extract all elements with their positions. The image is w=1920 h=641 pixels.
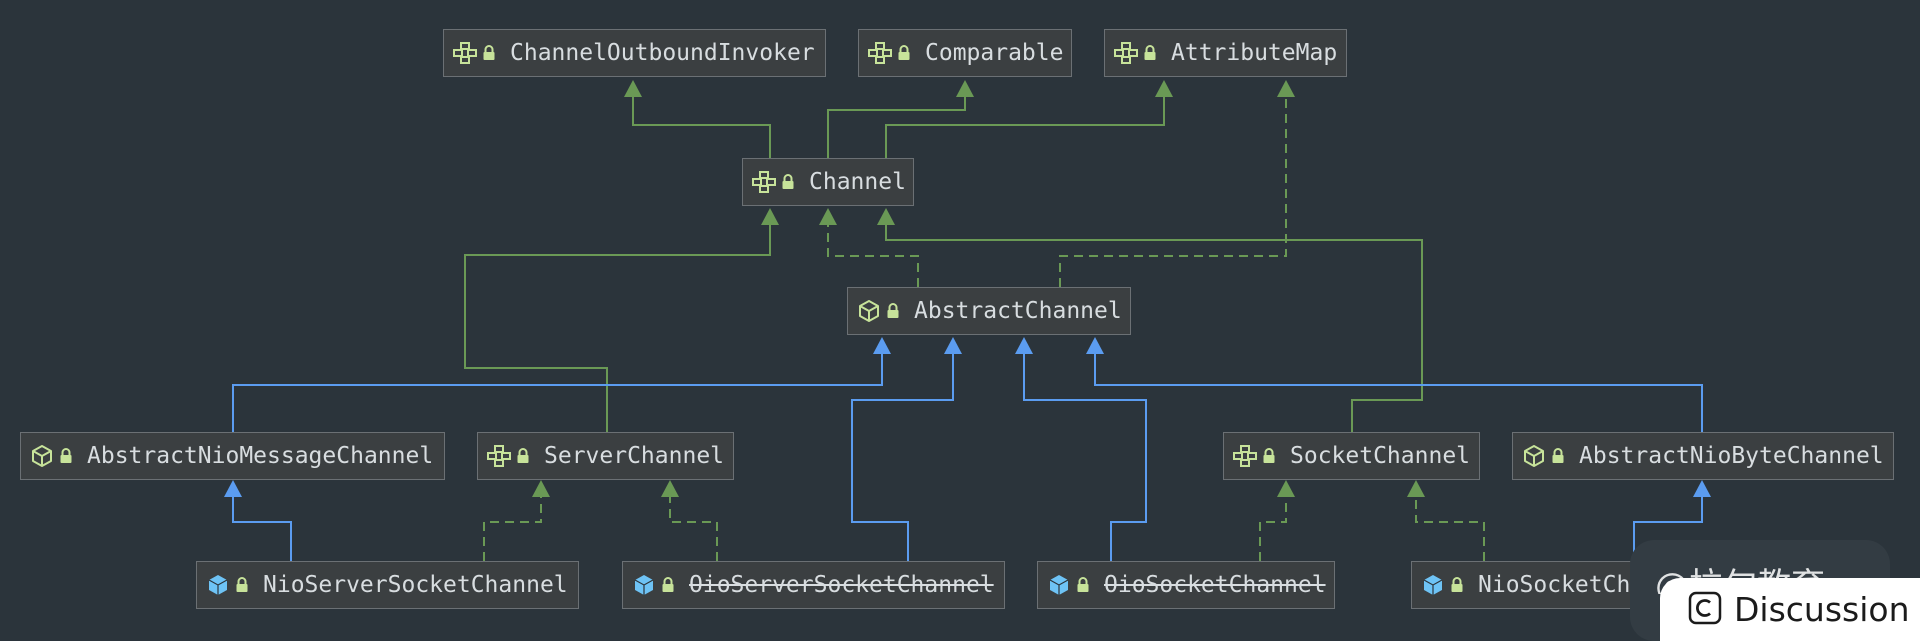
class-icon bbox=[1046, 572, 1072, 598]
node-label: AbstractChannel bbox=[914, 297, 1122, 324]
arrowhead bbox=[956, 80, 974, 97]
lock-icon bbox=[657, 572, 679, 598]
lock-icon bbox=[55, 443, 77, 469]
lock-icon bbox=[893, 40, 915, 66]
node-abstract-channel[interactable]: AbstractChannel bbox=[847, 287, 1131, 335]
node-label: AbstractNioMessageChannel bbox=[87, 442, 434, 469]
arrowhead bbox=[761, 208, 779, 225]
edge-server-channel-to-channel bbox=[464, 225, 771, 432]
class-icon bbox=[205, 572, 231, 598]
edge-nio-socket-to-socket-channel bbox=[1415, 497, 1485, 561]
edge-channel-to-channel-outbound-invoker bbox=[632, 97, 771, 158]
edge-nio-server-socket-to-server-channel bbox=[483, 497, 542, 561]
edge-oio-server-socket-to-abstract-channel bbox=[851, 354, 954, 561]
edge-abstract-nio-message-to-abstract-channel bbox=[232, 354, 883, 432]
node-attribute-map[interactable]: AttributeMap bbox=[1104, 29, 1347, 77]
edge-channel-to-attribute-map bbox=[885, 97, 1165, 158]
arrowhead bbox=[1693, 480, 1711, 497]
node-socket-channel[interactable]: SocketChannel bbox=[1223, 432, 1480, 480]
arrowhead bbox=[624, 80, 642, 97]
node-abstract-nio-message-channel[interactable]: AbstractNioMessageChannel bbox=[20, 432, 445, 480]
edge-oio-socket-to-abstract-channel bbox=[1023, 354, 1147, 561]
edge-oio-socket-to-socket-channel bbox=[1259, 497, 1287, 561]
edge-abstract-channel-to-attribute-map bbox=[1059, 97, 1287, 287]
lock-icon bbox=[882, 298, 904, 324]
edge-socket-channel-to-channel bbox=[885, 225, 1423, 432]
lock-icon bbox=[1258, 443, 1280, 469]
edge-abstract-channel-to-channel bbox=[827, 225, 919, 287]
node-oio-socket-channel[interactable]: OioSocketChannel bbox=[1037, 561, 1335, 609]
node-oio-server-socket-channel[interactable]: OioServerSocketChannel bbox=[622, 561, 1005, 609]
arrowhead bbox=[661, 480, 679, 497]
arrowhead bbox=[873, 337, 891, 354]
abstract-class-icon bbox=[1521, 443, 1547, 469]
node-nio-server-socket-channel[interactable]: NioServerSocketChannel bbox=[196, 561, 579, 609]
abstract-class-icon bbox=[29, 443, 55, 469]
node-channel-outbound-invoker[interactable]: ChannelOutboundInvoker bbox=[443, 29, 826, 77]
discussion-label: Discussion bbox=[1734, 590, 1910, 629]
node-label: Comparable bbox=[925, 39, 1064, 66]
lock-icon bbox=[1547, 443, 1569, 469]
interface-icon bbox=[751, 169, 777, 195]
abstract-class-icon bbox=[856, 298, 882, 324]
lock-icon bbox=[777, 169, 799, 195]
arrowhead bbox=[1277, 480, 1295, 497]
node-label: ServerChannel bbox=[544, 442, 725, 469]
node-label: SocketChannel bbox=[1290, 442, 1471, 469]
arrowhead bbox=[1277, 80, 1295, 97]
edge-nio-socket-to-abstract-nio-byte bbox=[1633, 497, 1703, 561]
arrowhead bbox=[1015, 337, 1033, 354]
edge-channel-to-comparable bbox=[827, 97, 966, 158]
arrowhead bbox=[224, 480, 242, 497]
node-comparable[interactable]: Comparable bbox=[858, 29, 1072, 77]
edge-oio-server-socket-to-server-channel bbox=[669, 497, 718, 561]
node-label: Channel bbox=[809, 168, 906, 195]
edge-nio-server-socket-to-abstract-nio-message bbox=[232, 497, 292, 561]
node-label: AttributeMap bbox=[1171, 39, 1338, 66]
interface-icon bbox=[1232, 443, 1258, 469]
arrowhead bbox=[877, 208, 895, 225]
node-label: NioServerSocketChannel bbox=[263, 571, 568, 598]
lock-icon bbox=[1072, 572, 1094, 598]
class-icon bbox=[1420, 572, 1446, 598]
node-server-channel[interactable]: ServerChannel bbox=[477, 432, 734, 480]
lock-icon bbox=[1446, 572, 1468, 598]
interface-icon bbox=[452, 40, 478, 66]
node-label: ChannelOutboundInvoker bbox=[510, 39, 815, 66]
arrowhead bbox=[944, 337, 962, 354]
interface-icon bbox=[1113, 40, 1139, 66]
node-abstract-nio-byte-channel[interactable]: AbstractNioByteChannel bbox=[1512, 432, 1894, 480]
node-channel[interactable]: Channel bbox=[742, 158, 914, 206]
arrowhead bbox=[1086, 337, 1104, 354]
edge-abstract-nio-byte-to-abstract-channel bbox=[1094, 354, 1703, 432]
copyright-c-icon bbox=[1688, 591, 1722, 629]
arrowhead bbox=[1407, 480, 1425, 497]
arrowhead bbox=[532, 480, 550, 497]
interface-icon bbox=[486, 443, 512, 469]
node-label: OioServerSocketChannel bbox=[689, 571, 994, 598]
interface-icon bbox=[867, 40, 893, 66]
lock-icon bbox=[512, 443, 534, 469]
class-icon bbox=[631, 572, 657, 598]
arrowhead bbox=[1155, 80, 1173, 97]
lock-icon bbox=[231, 572, 253, 598]
arrowhead bbox=[819, 208, 837, 225]
lock-icon bbox=[1139, 40, 1161, 66]
node-label: OioSocketChannel bbox=[1104, 571, 1326, 598]
node-label: AbstractNioByteChannel bbox=[1579, 442, 1884, 469]
lock-icon bbox=[478, 40, 500, 66]
discussion-button[interactable]: Discussion bbox=[1660, 578, 1920, 641]
